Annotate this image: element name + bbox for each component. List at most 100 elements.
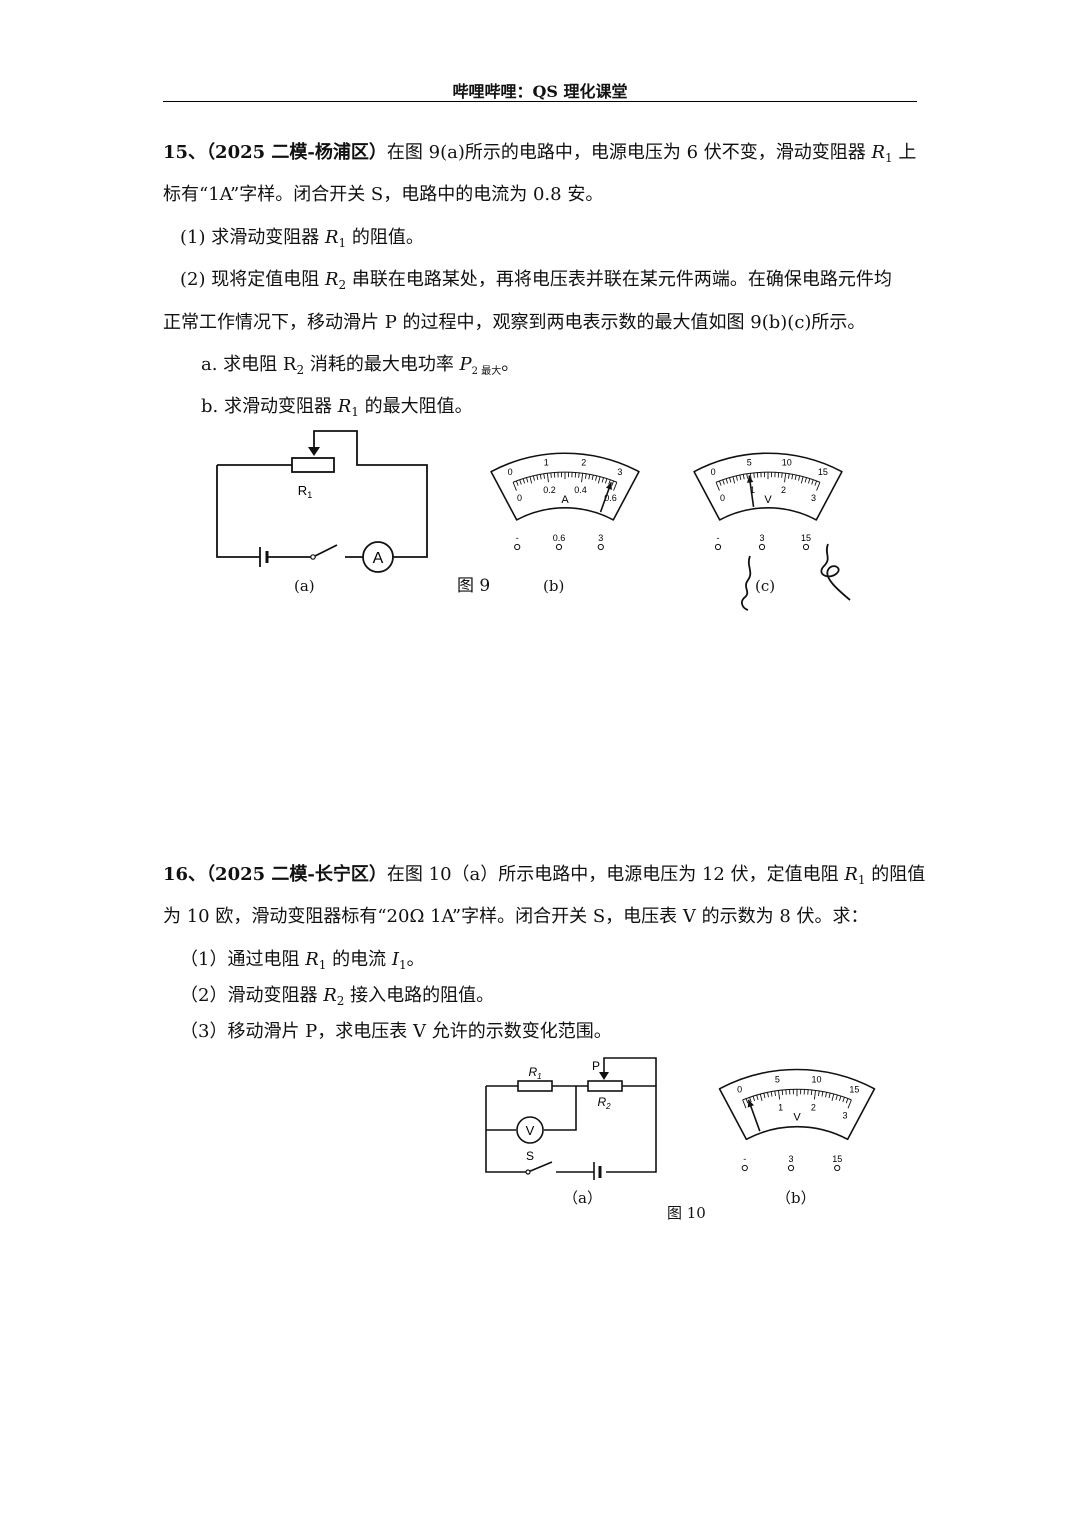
- wire-icon: [820, 543, 851, 601]
- meter-tick: [798, 475, 801, 481]
- q15-part2b: b. 求滑动变阻器 R1 的最大阻值。: [201, 396, 473, 419]
- meter-tick: [742, 474, 745, 480]
- meter-tick: [725, 478, 729, 484]
- q15-text: 的最大阻值。: [358, 396, 473, 417]
- meter-tick: [814, 480, 818, 486]
- meter-upper-tick-label: 0: [711, 467, 716, 477]
- terminal-post-icon: [514, 543, 521, 551]
- meter-lower-tick-label: 0: [517, 493, 522, 503]
- q15-text: (1) 求滑动变阻器: [180, 227, 325, 248]
- meter-upper-tick-label: 15: [849, 1084, 859, 1094]
- q15-text: 串联在电路某处，再将电压表并联在某元件两端。在确保电路元件均: [346, 269, 892, 290]
- q16-text: （1）通过电阻: [180, 949, 306, 970]
- q16-stem-line2: 为 10 欧，滑动变阻器标有“20Ω 1A”字样。闭合开关 S，电压表 V 的示…: [163, 906, 869, 927]
- meter-tick: [539, 474, 542, 480]
- meter-upper-tick-label: 2: [581, 457, 586, 467]
- meter-terminal-label: 3: [788, 1154, 793, 1164]
- meter-lower-tick-label: 0.6: [604, 493, 617, 503]
- q16-text: 接入电路的阻值。: [344, 985, 495, 1006]
- meter-terminal-label: -: [516, 533, 519, 543]
- q15-text: b. 求滑动变阻器: [201, 396, 338, 417]
- meter-upper-tick-label: 3: [617, 467, 622, 477]
- var-r1: R: [871, 142, 886, 163]
- var-p2: P: [459, 354, 472, 375]
- meter-lower-tick-label: 2: [811, 1102, 816, 1112]
- meter-tick: [739, 474, 742, 481]
- meter-tick: [578, 472, 580, 478]
- meter-tick: [821, 1091, 824, 1097]
- meter-tick: [742, 1099, 747, 1109]
- meter-lower-tick-label: 1: [750, 485, 755, 495]
- meter-tick: [749, 1097, 752, 1103]
- q16-part2: （2）滑动变阻器 R2 接入电路的阻值。: [180, 985, 495, 1008]
- fig9a-circuit: R1 A: [216, 430, 428, 573]
- meter-tick: [794, 474, 797, 481]
- meter-upper-tick-label: 0: [737, 1084, 742, 1094]
- meter-terminal-label: 15: [832, 1154, 842, 1164]
- q16-part3: （3）移动滑片 P，求电压表 V 允许的示数变化范围。: [180, 1021, 612, 1042]
- meter-tick: [811, 479, 814, 485]
- meter-tick: [791, 474, 794, 480]
- terminal-post-icon: [802, 543, 810, 551]
- meter-tick: [604, 478, 608, 484]
- var-r1: R: [324, 227, 339, 248]
- meter-tick: [831, 1093, 835, 1101]
- meter-tick: [759, 1093, 763, 1101]
- slider-arrow-icon: [599, 1072, 609, 1080]
- meter-tick: [718, 480, 722, 486]
- meter-tick: [847, 1099, 852, 1109]
- fig9a-r1-label: R1: [298, 483, 312, 500]
- fig9c-wires: [741, 543, 851, 611]
- fig9c-caption: (c): [755, 577, 776, 595]
- q15-text: a. 求电阻 R: [201, 354, 297, 375]
- fig10-label: 图 10: [667, 1204, 706, 1222]
- var-r2: R: [324, 269, 339, 290]
- q16-text: （2）滑动变阻器: [180, 985, 324, 1006]
- q15-number: 15、: [163, 142, 207, 163]
- meter-tick: [784, 473, 787, 483]
- meter-terminal-label: -: [717, 533, 720, 543]
- q15-text: 在图 9(a)所示的电路中，电源电压为 6 伏不变，滑动变阻器: [386, 142, 872, 163]
- q15-part2-line2: 正常工作情况下，移动滑片 P 的过程中，观察到两电表示数的最大值如图 9(b)(…: [163, 312, 866, 333]
- fig10a-circuit: R1 R2 P S V: [485, 1057, 657, 1180]
- meter-tick: [515, 480, 519, 486]
- meter-tick: [526, 477, 529, 483]
- q16-stem-line1: 16、（2025 二模-长宁区）在图 10（a）所示电路中，电源电压为 12 伏…: [163, 864, 926, 887]
- slider-arrow-icon: [308, 447, 320, 456]
- meter-tick: [584, 473, 587, 479]
- var-r2: R: [323, 985, 337, 1006]
- q16-text: 的电流: [326, 949, 392, 970]
- fig10a-switch-label: S: [526, 1149, 534, 1163]
- q15-stem-line2: 标有“1A”字样。闭合开关 S，电路中的电流为 0.8 安。: [163, 184, 604, 205]
- meter-tick: [595, 475, 598, 481]
- meter-tick: [745, 1098, 749, 1104]
- terminal-post-icon: [758, 543, 766, 551]
- terminal-post-icon: [555, 543, 563, 551]
- meter-tick: [835, 1094, 838, 1100]
- var-r1-sub: 1: [351, 405, 359, 419]
- meter-tick: [597, 476, 601, 484]
- q15-text: 消耗的最大电功率: [304, 354, 460, 375]
- fig9a-caption: (a): [294, 577, 315, 595]
- needle-arrow-icon: [747, 475, 754, 483]
- meter-lower-tick-label: 2: [781, 485, 786, 495]
- meter-upper-tick-label: 0: [508, 467, 513, 477]
- var-r1: R: [305, 949, 319, 970]
- terminal-post-icon: [597, 543, 604, 551]
- meter-tick: [787, 473, 790, 479]
- q15-text: 。: [501, 354, 520, 375]
- meter-terminal-label: -: [743, 1154, 746, 1164]
- meter-tick: [732, 476, 736, 484]
- var-p2-sub: 2 最大: [471, 366, 502, 377]
- fig10a-r2-label: R2: [597, 1095, 611, 1111]
- meter-upper-tick-label: 1: [544, 457, 549, 467]
- q16-text: 的阻值: [865, 864, 926, 885]
- meter-tick: [781, 472, 783, 478]
- meter-tick: [546, 473, 549, 483]
- meter-tick: [816, 482, 821, 491]
- fig10a-slider-label: P: [592, 1059, 600, 1073]
- meter-lower-tick-label: 0.4: [574, 485, 587, 495]
- meter-tick: [591, 474, 594, 481]
